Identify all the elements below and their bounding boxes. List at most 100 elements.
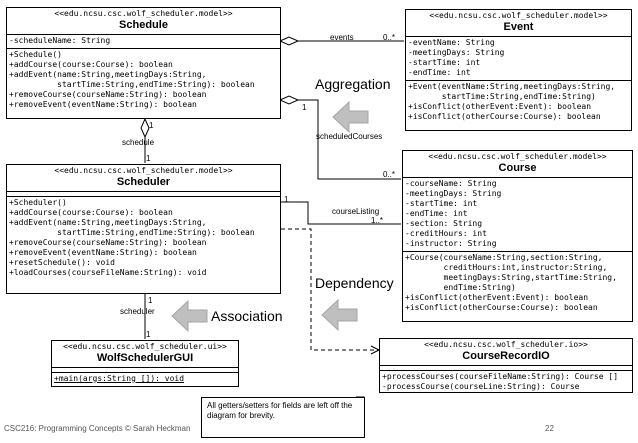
schedule-association-diamond <box>140 117 150 139</box>
gui-stereotype: <<edu.ncsu.csc.wolf_scheduler.ui>> <box>63 342 227 351</box>
method: +Course(courseName:String,section:String… <box>405 253 603 262</box>
event-stereotype: <<edu.ncsu.csc.wolf_scheduler.model>> <box>429 11 608 20</box>
gui-methods: +main(args:String []): void <box>52 373 238 386</box>
io-class-name: CourseRecordIO <box>462 350 550 362</box>
method: endTime:String) <box>405 283 516 292</box>
method: startTime:String,endTime:String) <box>408 92 596 101</box>
method: startTime:String,endTime:String): boolea… <box>9 80 255 89</box>
attribute: -endTime: int <box>408 68 471 77</box>
event-attributes: -eventName: String -meetingDays: String … <box>406 37 631 81</box>
io-header: <<edu.ncsu.csc.wolf_scheduler.io>> Cours… <box>380 339 632 366</box>
dependency-line <box>281 228 379 351</box>
io-attributes <box>380 366 632 371</box>
method: +processCourses(courseFileName:String): … <box>382 372 619 381</box>
method: +loadCourses(courseFileName:String): voi… <box>9 268 207 277</box>
aggregation-callout: Aggregation <box>315 76 391 92</box>
method: +addCourse(course:Course): boolean <box>9 60 173 69</box>
schedule-attributes: -scheduleName: String <box>7 35 280 49</box>
course-header: <<edu.ncsu.csc.wolf_scheduler.model>> Co… <box>403 151 632 178</box>
events-mult-target: 0..* <box>383 33 396 42</box>
events-aggregation-diamond <box>278 36 300 46</box>
scheduler-class: <<edu.ncsu.csc.wolf_scheduler.model>> Sc… <box>6 164 281 294</box>
schedule-role-label: schedule <box>122 138 155 147</box>
footer-credit: CSC216: Programming Concepts © Sarah Hec… <box>4 424 191 433</box>
scheduled-courses-role-label: scheduledCourses <box>316 132 383 141</box>
gui-header: <<edu.ncsu.csc.wolf_scheduler.ui>> WolfS… <box>52 341 238 368</box>
method: +addCourse(course:Course): boolean <box>9 208 173 217</box>
association-callout: Association <box>211 308 283 324</box>
method: meetingDays:String,startTime:String, <box>405 273 617 282</box>
attribute: -meetingDays: String <box>408 48 505 57</box>
schedule-methods: +Schedule() +addCourse(course:Course): b… <box>7 49 280 112</box>
scheduler-mult-source: 1 <box>148 296 153 305</box>
attribute: -creditHours: int <box>405 229 487 238</box>
method: +isConflict(otherEvent:Event): boolean <box>405 293 589 302</box>
scheduler-methods: +Scheduler() +addCourse(course:Course): … <box>7 197 280 280</box>
attribute: -eventName: String <box>408 38 495 47</box>
scheduler-role-label: scheduler <box>120 307 155 316</box>
event-header: <<edu.ncsu.csc.wolf_scheduler.model>> Ev… <box>406 10 631 37</box>
method: +addEvent(name:String,meetingDays:String… <box>9 218 207 227</box>
schedule-class: <<edu.ncsu.csc.wolf_scheduler.model>> Sc… <box>6 7 281 119</box>
method: +Scheduler() <box>9 198 67 207</box>
method: +isConflict(otherCourse:Course): boolean <box>405 303 598 312</box>
io-methods: +processCourses(courseFileName:String): … <box>380 371 632 394</box>
scheduled-courses-mult-source: 1 <box>302 103 307 112</box>
scheduler-class-name: Scheduler <box>116 176 171 188</box>
course-methods: +Course(courseName:String,section:String… <box>403 252 632 315</box>
schedule-mult-target: 1 <box>146 154 151 163</box>
method: +isConflict(otherCourse:Course): boolean <box>408 112 601 121</box>
attribute: -scheduleName: String <box>9 36 111 45</box>
method: +Schedule() <box>9 50 62 59</box>
method: -processCourse(courseLine:String): Cours… <box>382 382 580 391</box>
event-class-name: Event <box>503 21 534 33</box>
dependency-arrow-icon <box>321 298 358 332</box>
course-listing-line <box>281 201 401 225</box>
event-methods: +Event(eventName:String,meetingDays:Stri… <box>406 81 631 124</box>
course-stereotype: <<edu.ncsu.csc.wolf_scheduler.model>> <box>428 152 607 161</box>
attribute: -startTime: int <box>408 58 481 67</box>
scheduled-courses-mult-target: 0..* <box>383 170 396 179</box>
attribute: -section: String <box>405 219 483 228</box>
course-listing-mult-target: 1..* <box>371 216 384 225</box>
method: +removeEvent(eventName:String): boolean <box>9 248 197 257</box>
schedule-class-name: Schedule <box>119 19 168 31</box>
course-attributes: -courseName: String -meetingDays: String… <box>403 178 632 252</box>
events-role-label: events <box>330 33 354 42</box>
attribute: -startTime: int <box>405 199 478 208</box>
method: startTime:String,endTime:String): boolea… <box>9 228 255 237</box>
io-stereotype: <<edu.ncsu.csc.wolf_scheduler.io>> <box>424 340 588 349</box>
page-number: 22 <box>545 424 554 433</box>
getters-setters-note: All getters/setters for fields are left … <box>201 397 365 438</box>
method: +Event(eventName:String,meetingDays:Stri… <box>408 82 616 91</box>
scheduler-stereotype: <<edu.ncsu.csc.wolf_scheduler.model>> <box>54 166 233 175</box>
method: +isConflict(otherEvent:Event): boolean <box>408 102 592 111</box>
method: creditHours:int,instructor:String, <box>405 263 608 272</box>
course-class: <<edu.ncsu.csc.wolf_scheduler.model>> Co… <box>402 150 633 322</box>
scheduler-attributes <box>7 192 280 197</box>
method: +resetSchedule(): void <box>9 258 115 267</box>
schedule-stereotype: <<edu.ncsu.csc.wolf_scheduler.model>> <box>54 9 233 18</box>
dependency-callout: Dependency <box>315 275 394 291</box>
aggregation-arrow-icon <box>332 100 369 134</box>
attribute: -instructor: String <box>405 239 497 248</box>
method: +addEvent(name:String,meetingDays:String… <box>9 70 207 79</box>
method: +removeCourse(courseName:String): boolea… <box>9 238 207 247</box>
course-class-name: Course <box>498 162 537 174</box>
course-listing-mult-source: 1 <box>284 195 289 204</box>
gui-class-name: WolfSchedulerGUI <box>96 352 194 364</box>
schedule-header: <<edu.ncsu.csc.wolf_scheduler.model>> Sc… <box>7 8 280 35</box>
scheduled-courses-line <box>298 99 401 180</box>
wolf-scheduler-gui-class: <<edu.ncsu.csc.wolf_scheduler.ui>> WolfS… <box>51 340 239 387</box>
event-class: <<edu.ncsu.csc.wolf_scheduler.model>> Ev… <box>405 9 632 131</box>
association-arrow-icon <box>171 299 208 333</box>
scheduler-header: <<edu.ncsu.csc.wolf_scheduler.model>> Sc… <box>7 165 280 192</box>
attribute: -courseName: String <box>405 179 497 188</box>
method: +removeCourse(courseName:String): boolea… <box>9 90 207 99</box>
gui-attributes <box>52 368 238 373</box>
method: +removeEvent(eventName:String): boolean <box>9 100 197 109</box>
course-listing-role-label: courseListing <box>332 207 380 216</box>
scheduler-mult-target: 1 <box>146 330 151 339</box>
scheduled-courses-diamond <box>278 95 300 105</box>
